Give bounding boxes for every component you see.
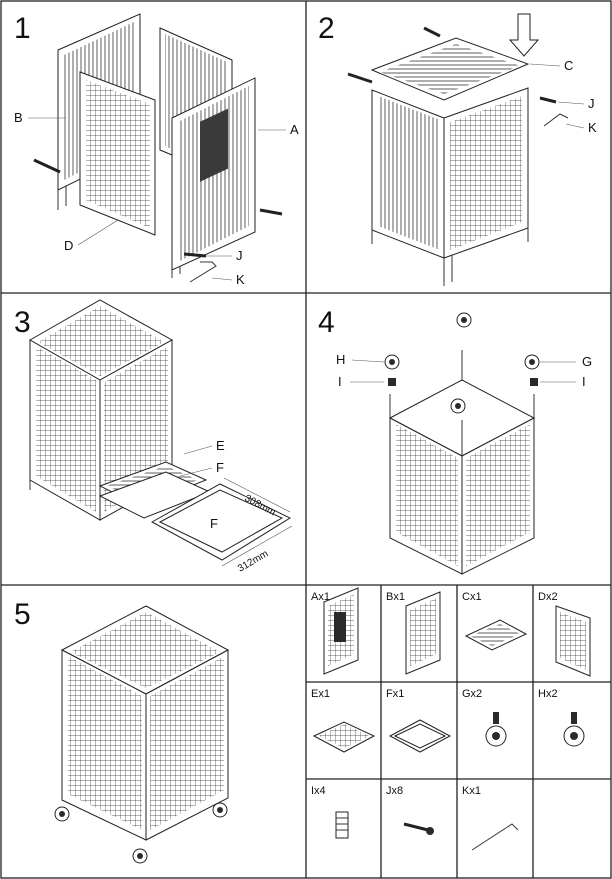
step1-leaders <box>28 117 286 281</box>
part-label: Ex1 <box>311 688 330 700</box>
callout-i: I <box>338 374 342 389</box>
step-number: 4 <box>318 306 335 339</box>
callout-g: G <box>582 354 592 369</box>
parts-cell-e: Ex1 <box>311 688 376 753</box>
part-label: Ax1 <box>311 591 330 603</box>
step-number: 3 <box>14 306 31 339</box>
parts-cell-j: Jx8 <box>386 785 434 835</box>
callout-k: K <box>236 272 245 287</box>
part-label: Fx1 <box>386 688 404 700</box>
tray-f-drawing <box>150 483 292 561</box>
plug-insert-icon <box>388 378 538 386</box>
parts-cell-b: Bx1 <box>386 591 441 675</box>
step-2-panel: 2 C J K <box>318 12 597 286</box>
panel-a-drawing <box>171 77 256 278</box>
caster-wheel-icon <box>485 712 507 747</box>
parts-cell-g: Gx2 <box>462 688 507 747</box>
part-label: Dx2 <box>538 591 558 603</box>
part-label: Hx2 <box>538 688 558 700</box>
callout-a: A <box>290 122 299 137</box>
cage-body-drawing <box>371 87 529 286</box>
callout-j: J <box>236 248 243 263</box>
callout-d: D <box>64 238 73 253</box>
callout-j: J <box>588 96 595 111</box>
callout-e: E <box>216 438 225 453</box>
parts-cell-d: Dx2 <box>538 591 591 677</box>
panel-d-drawing <box>79 71 156 236</box>
parts-table: Ax1 Bx1 Cx1 Dx2 <box>311 587 591 851</box>
parts-cell-a: Ax1 <box>311 587 359 675</box>
step-number: 2 <box>318 12 335 45</box>
grate-icon <box>312 721 376 753</box>
callout-i-right: I <box>582 374 586 389</box>
step-3-panel: 3 E F F 308mm 312mm <box>14 299 293 575</box>
side-panel-with-door-icon <box>323 587 359 675</box>
parts-cell-f: Fx1 <box>386 688 452 753</box>
step-4-panel: 4 H I G I <box>318 306 592 575</box>
screw-icon <box>403 822 434 835</box>
assembled-cage-drawing <box>60 605 230 841</box>
part-label: Cx1 <box>462 591 482 603</box>
parts-cell-k: Kx1 <box>462 785 519 851</box>
step-1-panel: 1 <box>14 12 299 287</box>
caster-wheel-icon <box>54 802 228 864</box>
caster-wheel-icon <box>563 712 585 747</box>
step-number: 1 <box>14 12 31 45</box>
part-label: Bx1 <box>386 591 405 603</box>
roof-panel-icon <box>464 619 528 651</box>
part-label: Kx1 <box>462 785 481 797</box>
step1-screws <box>33 158 283 283</box>
parts-cell-c: Cx1 <box>462 591 528 651</box>
down-arrow-icon <box>508 13 540 57</box>
part-label: Ix4 <box>311 785 326 797</box>
callout-b: B <box>14 110 23 125</box>
callout-k: K <box>588 120 597 135</box>
callout-h: H <box>336 352 345 367</box>
parts-cell-i: Ix4 <box>311 785 349 839</box>
side-panel-icon <box>405 591 441 675</box>
parts-cell-h: Hx2 <box>538 688 585 747</box>
caster-wheel-icon <box>384 312 540 414</box>
part-label: Gx2 <box>462 688 482 700</box>
side-panel-icon <box>555 605 591 677</box>
callout-f-tray: F <box>210 516 218 531</box>
allen-key-icon <box>471 823 519 851</box>
step-number: 5 <box>14 598 31 631</box>
inverted-cage-drawing <box>388 350 536 575</box>
plug-insert-icon <box>335 811 349 839</box>
tray-icon <box>388 719 452 753</box>
callout-f: F <box>216 460 224 475</box>
step-5-panel: 5 <box>14 598 230 864</box>
part-label: Jx8 <box>386 785 403 797</box>
callout-c: C <box>564 58 573 73</box>
dimension-312mm: 312mm <box>236 548 270 574</box>
